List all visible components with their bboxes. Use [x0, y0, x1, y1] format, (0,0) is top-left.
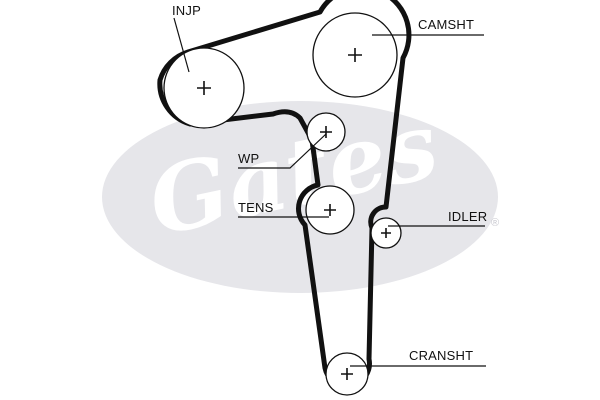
camshaft-pulley	[312, 12, 398, 98]
water-pump-center-mark	[320, 126, 332, 138]
camshaft-center-mark	[348, 48, 362, 62]
tensioner-center-mark	[324, 204, 336, 216]
water-pump-label: WP	[238, 151, 259, 166]
water-pump-leader	[238, 133, 327, 169]
registered-trademark-mark: ®	[491, 217, 499, 229]
crankshaft-center-mark	[341, 368, 353, 380]
idler-center-mark	[381, 228, 391, 238]
crankshaft-label: CRANSHT	[409, 348, 473, 363]
camshaft-label: CAMSHT	[418, 17, 474, 32]
injection-pump-leader	[173, 17, 190, 73]
injection-pump-label: INJP	[172, 3, 201, 18]
idler-label: IDLER	[448, 209, 487, 224]
injection-pump-center-mark	[197, 81, 211, 95]
water-pump-pulley	[306, 112, 346, 152]
tensioner-label: TENS	[238, 200, 274, 215]
crankshaft-pulley	[325, 352, 369, 396]
idler-pulley	[370, 217, 402, 249]
tensioner-pulley	[305, 185, 355, 235]
injection-pump-pulley	[163, 47, 245, 129]
